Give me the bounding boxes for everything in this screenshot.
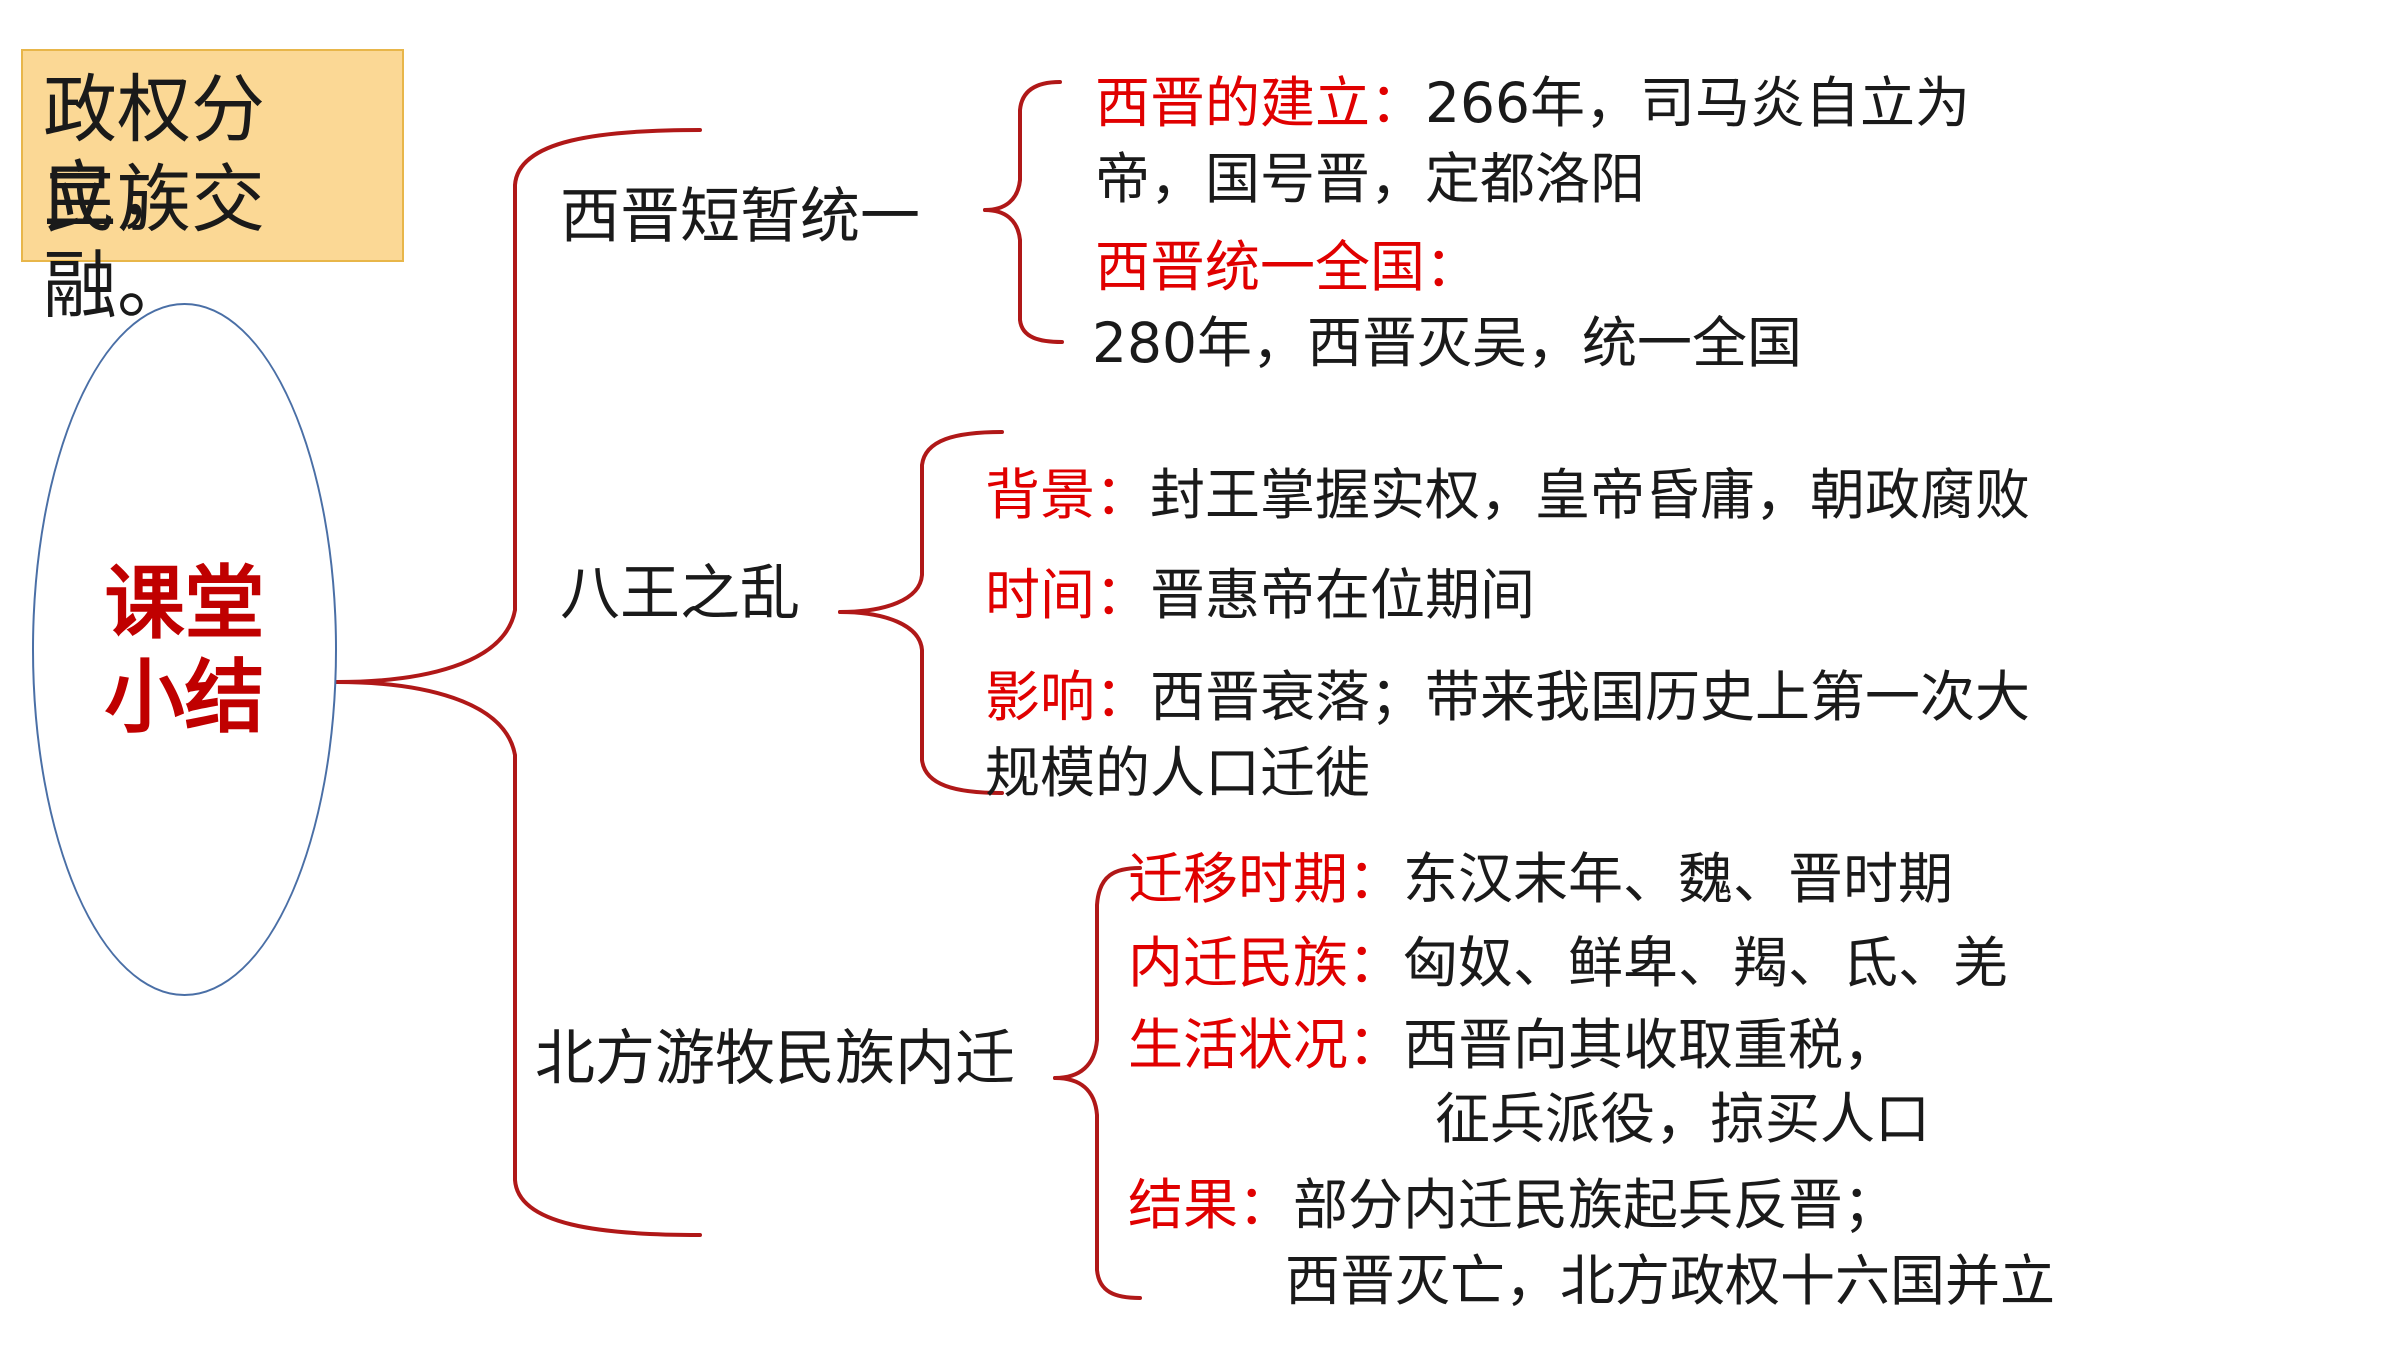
item-label: 时间： [985, 563, 1151, 627]
branch-title-2: 八王之乱 [560, 559, 800, 629]
bracket-branch-3 [1053, 866, 1142, 1080]
item-text: 266年，司马炎自立为 [1425, 71, 1970, 135]
bracket-branch-1 [983, 80, 1062, 212]
item-1-2-text: 280年，西晋灭吴，统一全国 [1092, 311, 1802, 375]
item-2-2: 时间：晋惠帝在位期间 [985, 550, 1535, 630]
item-text: 东汉末年、魏、晋时期 [1403, 847, 1954, 911]
bracket-branch-1-lower [983, 208, 1064, 344]
item-2-1: 背景：封王掌握实权，皇帝昏庸，朝政腐败 [985, 450, 2030, 530]
center-line-1: 课堂 [104, 557, 265, 650]
item-label: 生活状况： [1128, 1013, 1404, 1077]
item-3-4-cont: 西晋灭亡，北方政权十六国并立 [1285, 1249, 2056, 1313]
item-3-3-cont: 征兵派役，掠买人口 [1435, 1087, 1931, 1151]
branch-title-1: 西晋短暂统一 [560, 182, 920, 252]
item-text: 西晋向其收取重税， [1403, 1013, 1899, 1077]
item-text: 晋惠帝在位期间 [1150, 563, 1536, 627]
item-2-3: 影响：西晋衰落；带来我国历史上第一次大 [985, 652, 2030, 732]
item-1-1-cont: 帝，国号晋，定都洛阳 [1095, 147, 1646, 211]
theme-line-2: 民族交融。 [43, 157, 265, 329]
item-2-3-cont: 规模的人口迁徙 [985, 741, 1371, 805]
item-1-2-label: 西晋统一全国： [1095, 235, 1481, 299]
item-label: 迁移时期： [1128, 847, 1404, 911]
item-3-2: 内迁民族：匈奴、鲜卑、羯、氐、羌 [1128, 918, 2008, 998]
theme-line-1: 政权分立， [43, 67, 265, 239]
item-text: 封王掌握实权，皇帝昏庸，朝政腐败 [1150, 463, 2031, 527]
item-text: 西晋衰落；带来我国历史上第一次大 [1150, 665, 2031, 729]
item-label: 背景： [985, 463, 1151, 527]
item-label: 西晋的建立： [1095, 71, 1426, 135]
item-3-3: 生活状况：西晋向其收取重税， [1128, 1000, 1898, 1080]
item-1-1: 西晋的建立：266年，司马炎自立为 [1095, 58, 1970, 138]
main-bracket-lower [335, 680, 702, 1237]
bracket-branch-2 [838, 430, 1004, 614]
main-bracket [335, 128, 702, 684]
bracket-branch-2-lower [838, 610, 1004, 795]
item-label: 结果： [1128, 1173, 1294, 1237]
item-label: 内迁民族： [1128, 931, 1404, 995]
item-3-4: 结果：部分内迁民族起兵反晋； [1128, 1160, 1898, 1240]
item-text: 匈奴、鲜卑、羯、氐、羌 [1403, 931, 2009, 995]
theme-box: 政权分立， 民族交融。 [21, 49, 404, 329]
branch-title-3: 北方游牧民族内迁 [535, 1024, 1015, 1094]
item-label: 影响： [985, 665, 1151, 729]
item-3-1: 迁移时期：东汉末年、魏、晋时期 [1128, 834, 1953, 914]
center-oval: 课堂 小结 [32, 303, 337, 996]
item-text: 部分内迁民族起兵反晋； [1293, 1173, 1899, 1237]
bracket-branch-3-lower [1053, 1076, 1142, 1300]
center-line-2: 小结 [104, 651, 265, 744]
